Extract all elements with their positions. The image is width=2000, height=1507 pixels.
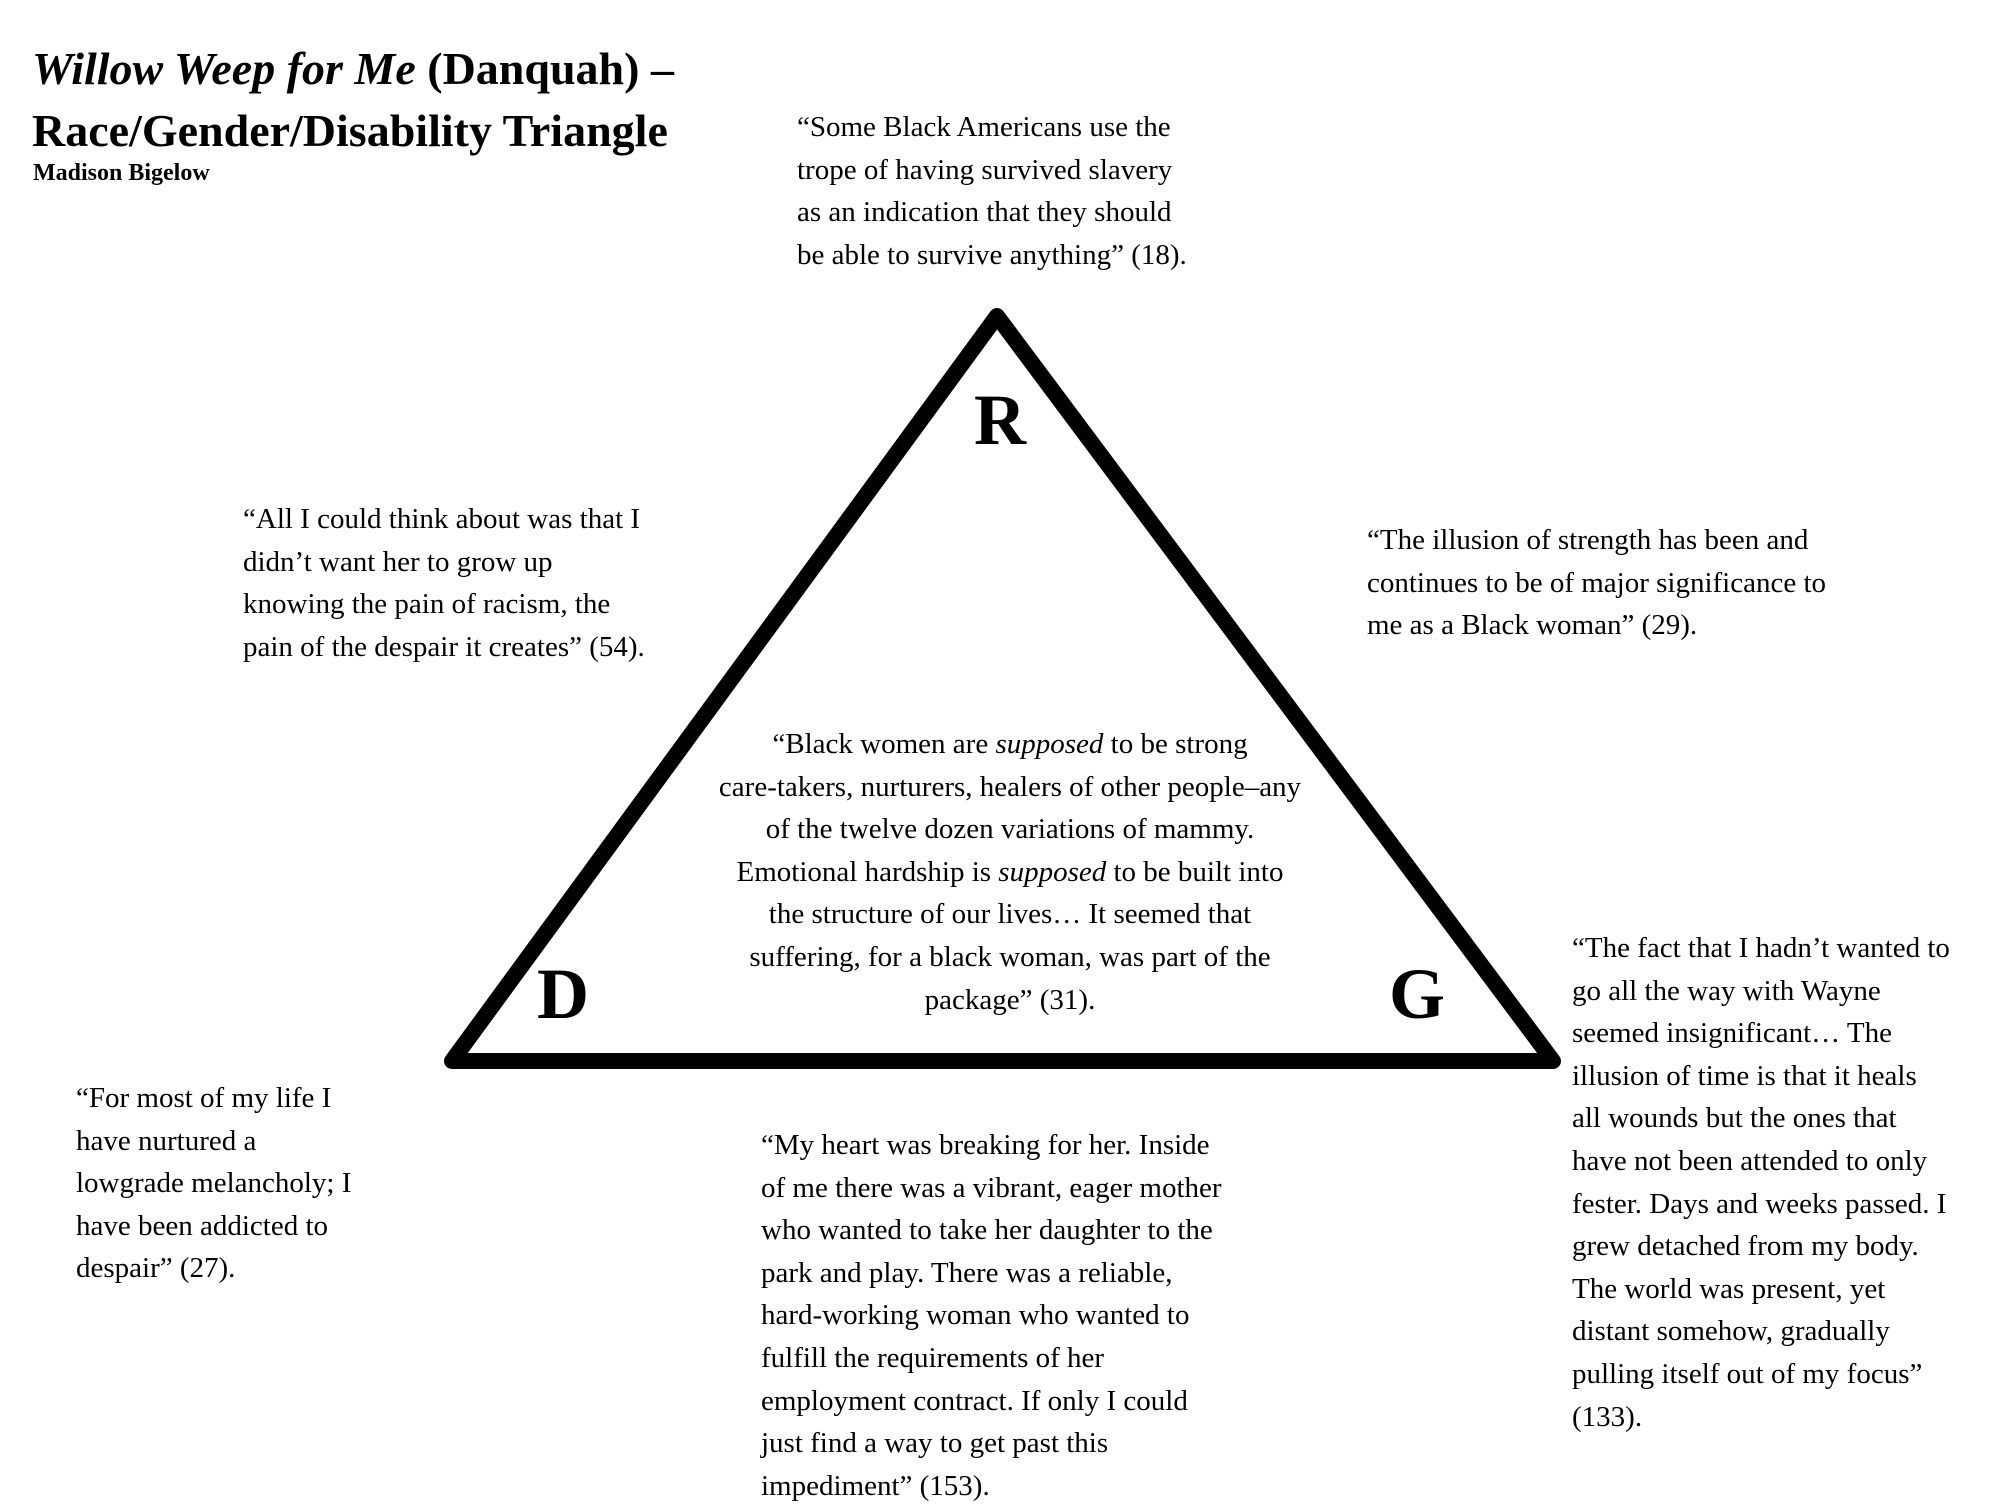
vertex-label-disability: D	[537, 954, 589, 1034]
quote-disability-gender: “My heart was breaking for her. Inside o…	[761, 1129, 1222, 1502]
title-line-1: Willow Weep for Me (Danquah) –	[32, 38, 674, 100]
author-name-in-title: (Danquah) –	[415, 43, 674, 94]
quote-disability: “For most of my life I have nurtured a l…	[76, 1082, 352, 1285]
emphasis-supposed: supposed	[998, 855, 1107, 888]
author-name: Madison Bigelow	[33, 160, 210, 186]
vertex-label-race: R	[974, 380, 1026, 460]
emphasis-supposed: supposed	[995, 728, 1104, 760]
triangle-outline	[444, 308, 1561, 1069]
vertex-label-gender: G	[1389, 954, 1446, 1034]
page-title: Willow Weep for Me (Danquah) – Race/Gend…	[32, 38, 674, 162]
quote-race-disability: “All I could think about was that I didn…	[243, 503, 645, 663]
quote-center-intersection: “Black women are supposed to be strong c…	[718, 728, 1302, 1016]
title-line-2: Race/Gender/Disability Triangle	[32, 105, 668, 156]
quote-gender: “The fact that I hadn’t wanted to go all…	[1572, 932, 1950, 1433]
quote-race-gender: “The illusion of strength has been and c…	[1367, 524, 1827, 642]
quote-race: “Some Black Americans use the trope of h…	[797, 111, 1187, 271]
book-title: Willow Weep for Me	[32, 43, 416, 94]
